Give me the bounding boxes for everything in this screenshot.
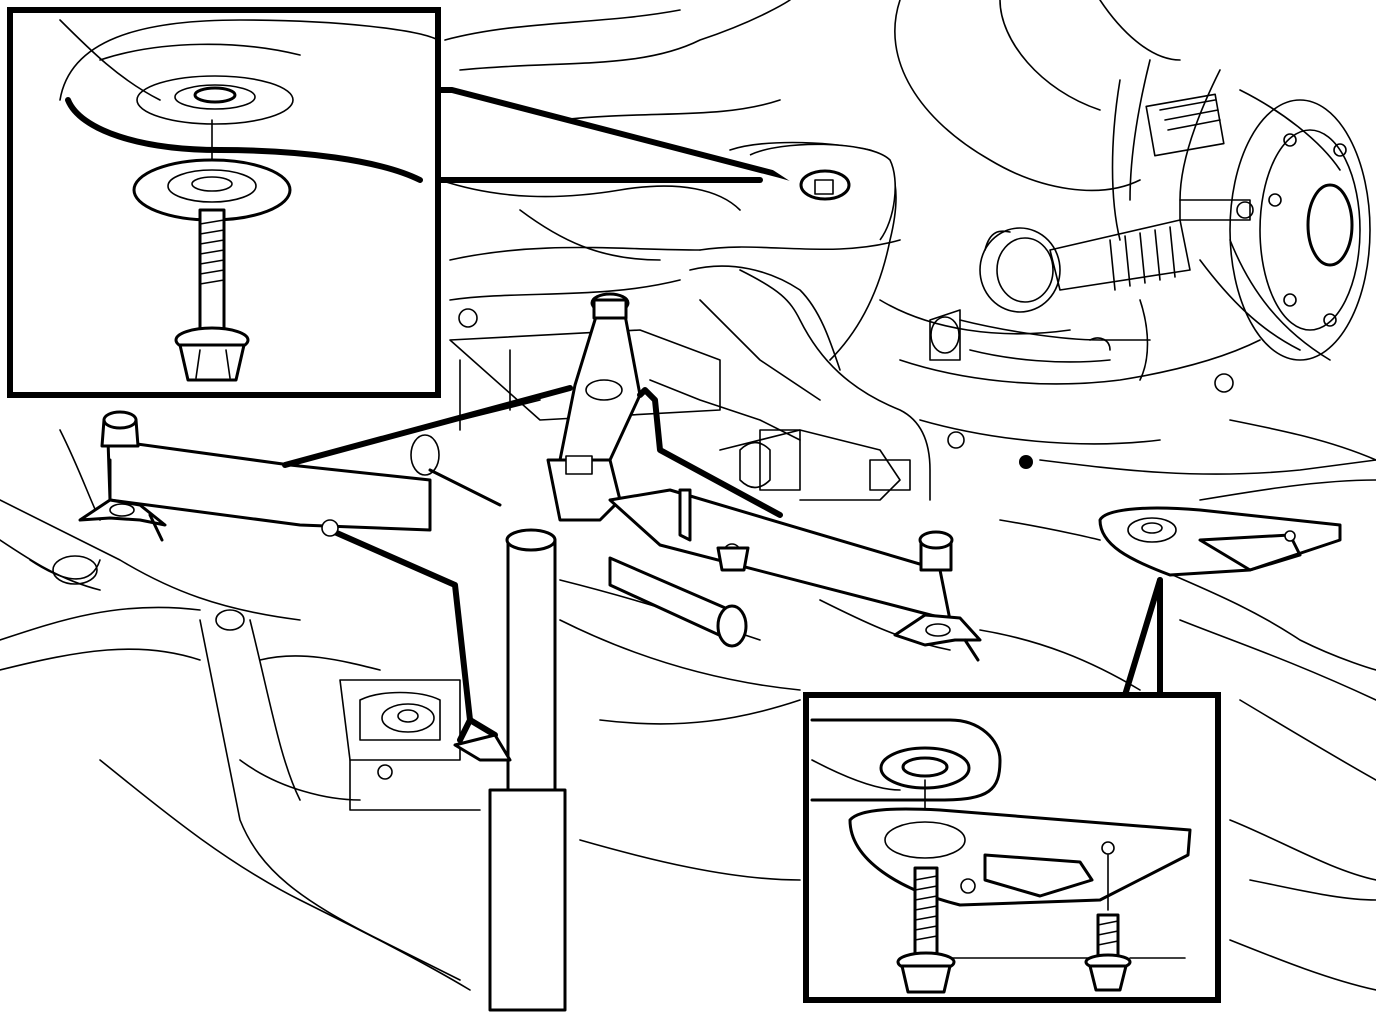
inset-frame-top-left [7,7,441,398]
mount-point-top [749,143,896,241]
lift-support-frame [78,292,982,1012]
mount-point-right [1098,506,1342,577]
inset-bottom-right [803,506,1342,1003]
callout-line-upper [433,87,818,188]
wheel-hub-assembly [929,59,1371,381]
callout-line-left [1122,577,1163,698]
vehicle-underbody [0,0,1376,991]
inset-top-left [7,7,896,398]
